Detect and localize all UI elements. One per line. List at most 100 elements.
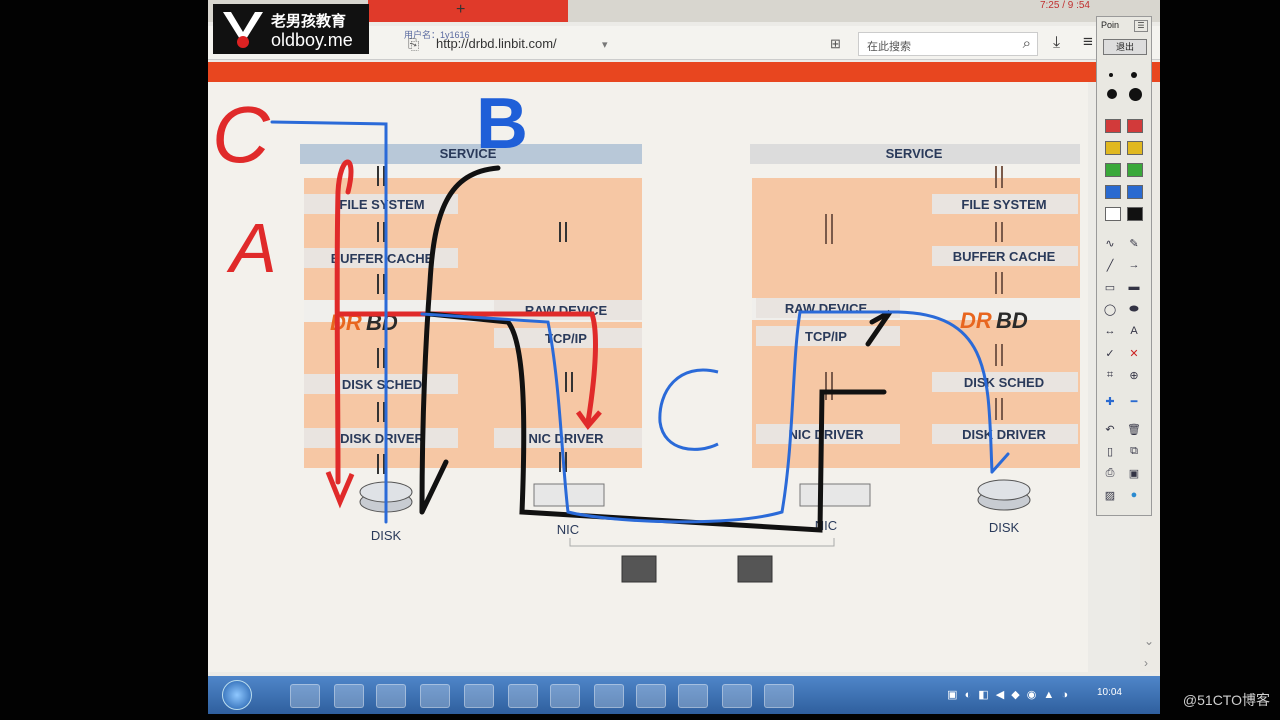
search-icon[interactable]: ⌕ — [1022, 35, 1031, 52]
undo-icon[interactable]: ↶ — [1105, 424, 1115, 436]
save-icon[interactable]: ▣ — [1128, 468, 1140, 480]
chevron-down-icon[interactable]: ▾ — [602, 39, 608, 51]
taskbar-app-button[interactable] — [290, 684, 320, 708]
layer-box — [932, 194, 1078, 214]
service-label-left: SERVICE — [440, 146, 497, 161]
layer-arrows-right — [825, 166, 1003, 420]
search-input[interactable]: 在此搜索 ⌕ — [858, 32, 1038, 56]
new-page-icon[interactable]: ▯ — [1106, 446, 1114, 458]
browser-titlebar: + 7:25 / 9 :54 — [208, 0, 1160, 22]
palette-close-icon[interactable]: ☰ — [1134, 20, 1148, 32]
copy-icon[interactable]: ⧉ — [1130, 445, 1138, 457]
taskbar-app-button[interactable] — [636, 684, 666, 708]
pencil-icon[interactable]: ✎ — [1129, 238, 1139, 250]
system-tray-icons[interactable]: ▣ ◐ ◧ ◀ ◆ ◉ ▲ ◑ — [947, 689, 1070, 701]
annotation-blue-c-letter — [658, 368, 719, 451]
print-icon[interactable]: ⎙ — [1105, 467, 1115, 479]
zoom-icon[interactable]: ⊕ — [1129, 370, 1139, 382]
exit-button[interactable]: 退出 — [1103, 39, 1147, 55]
taskbar-app-button[interactable] — [594, 684, 624, 708]
filled-ellipse-icon[interactable]: ⬬ — [1129, 303, 1139, 315]
color-row — [1103, 207, 1147, 225]
menu-icon[interactable]: ≡ — [1083, 32, 1093, 51]
color-swatch-blue[interactable] — [1105, 185, 1121, 199]
download-icon[interactable]: ⤓ — [1053, 34, 1061, 51]
trash-icon[interactable]: 🗑 — [1127, 424, 1141, 436]
disk-icon — [977, 479, 1031, 501]
layer-box — [932, 372, 1078, 392]
url-field[interactable]: http://drbd.linbit.com/ — [436, 36, 557, 51]
taskbar-app-button[interactable] — [420, 684, 450, 708]
line-icon[interactable]: ╱ — [1106, 260, 1114, 272]
crop-icon[interactable]: ⌗ — [1106, 369, 1114, 381]
drbd-logo-bd: BD — [996, 308, 1028, 333]
annotation-letter-c: C — [212, 90, 271, 179]
layer-label: DISK SCHED — [342, 377, 422, 392]
taskbar-app-button[interactable] — [376, 684, 406, 708]
color-swatch-yellow[interactable] — [1127, 141, 1143, 155]
pen-size-medium[interactable] — [1131, 72, 1137, 78]
disk-label-right: DISK — [989, 520, 1020, 535]
freehand-icon[interactable]: ∿ — [1105, 238, 1115, 250]
minus-icon[interactable]: ━ — [1130, 396, 1138, 408]
color-swatch-yellow[interactable] — [1105, 141, 1121, 155]
cross-icon[interactable]: ✕ — [1129, 348, 1139, 360]
pen-size-large[interactable] — [1107, 89, 1117, 99]
layer-box — [304, 374, 458, 394]
rectangle-icon[interactable]: ▭ — [1104, 282, 1116, 294]
layer-label: DISK SCHED — [964, 375, 1044, 390]
color-swatch-white[interactable] — [1105, 207, 1121, 221]
color-swatch-green[interactable] — [1105, 163, 1121, 177]
page-icon: ⎘ — [408, 36, 420, 52]
logo-text-cn: 老男孩教育 — [271, 13, 347, 30]
nic-card-icon — [799, 483, 871, 507]
color-swatch-green[interactable] — [1127, 163, 1143, 177]
site-header-banner — [208, 62, 1160, 82]
color-swatch-black[interactable] — [1127, 207, 1143, 221]
color-swatch-red[interactable] — [1127, 119, 1143, 133]
ellipse-icon[interactable]: ◯ — [1103, 304, 1117, 316]
photographed-monitor: + 7:25 / 9 :54 用户名：1y1616 ⎘ http://drbd.… — [208, 0, 1160, 714]
color-swatch-blue[interactable] — [1127, 185, 1143, 199]
service-bar-right — [750, 144, 1080, 164]
pen-size-row — [1103, 87, 1147, 105]
taskbar-app-button[interactable] — [550, 684, 580, 708]
settings-icon[interactable]: ● — [1130, 489, 1138, 501]
color-row — [1103, 141, 1147, 159]
layer-box — [494, 328, 642, 348]
reader-view-icon[interactable]: ⊞ — [830, 36, 841, 51]
image-icon[interactable]: ▨ — [1104, 490, 1116, 502]
color-swatch-red[interactable] — [1105, 119, 1121, 133]
check-icon[interactable]: ✓ — [1105, 348, 1115, 360]
layer-box — [932, 424, 1078, 444]
taskbar-app-button[interactable] — [764, 684, 794, 708]
taskbar-app-button[interactable] — [722, 684, 752, 708]
taskbar-app-button[interactable] — [508, 684, 538, 708]
annotation-blue-path — [270, 120, 1010, 524]
logo-mark-icon — [223, 12, 263, 48]
layer-label: NIC DRIVER — [788, 427, 864, 442]
taskbar-app-button[interactable] — [464, 684, 494, 708]
taskbar-clock[interactable]: 10:04 — [1096, 687, 1122, 698]
network-link — [569, 538, 835, 547]
site-watermark: @51CTO博客 — [1182, 692, 1270, 708]
browser-tab-active[interactable] — [368, 0, 568, 22]
palette-title: Poin — [1101, 20, 1120, 30]
annotation-black-path — [419, 165, 893, 533]
chevron-down-icon[interactable]: ⌄ — [1144, 634, 1155, 648]
double-arrow-icon[interactable]: ↔ — [1104, 325, 1116, 337]
layer-arrows-left — [377, 166, 573, 474]
pen-size-xlarge[interactable] — [1129, 88, 1142, 101]
chevron-right-icon[interactable]: › — [1144, 656, 1148, 670]
plus-icon[interactable]: ✚ — [1105, 396, 1115, 408]
filled-rectangle-icon[interactable]: ▬ — [1128, 281, 1140, 293]
text-tool-icon[interactable]: A — [1130, 325, 1138, 337]
taskbar-app-button[interactable] — [334, 684, 364, 708]
arrow-line-icon[interactable]: → — [1128, 259, 1140, 271]
pen-size-small[interactable] — [1109, 73, 1113, 77]
layer-label: DISK DRIVER — [340, 431, 424, 446]
windows-taskbar: ▣ ◐ ◧ ◀ ◆ ◉ ▲ ◑ 10:04 — [208, 676, 1160, 714]
taskbar-app-button[interactable] — [678, 684, 708, 708]
start-button[interactable] — [222, 680, 252, 710]
new-tab-button[interactable]: + — [456, 1, 466, 18]
